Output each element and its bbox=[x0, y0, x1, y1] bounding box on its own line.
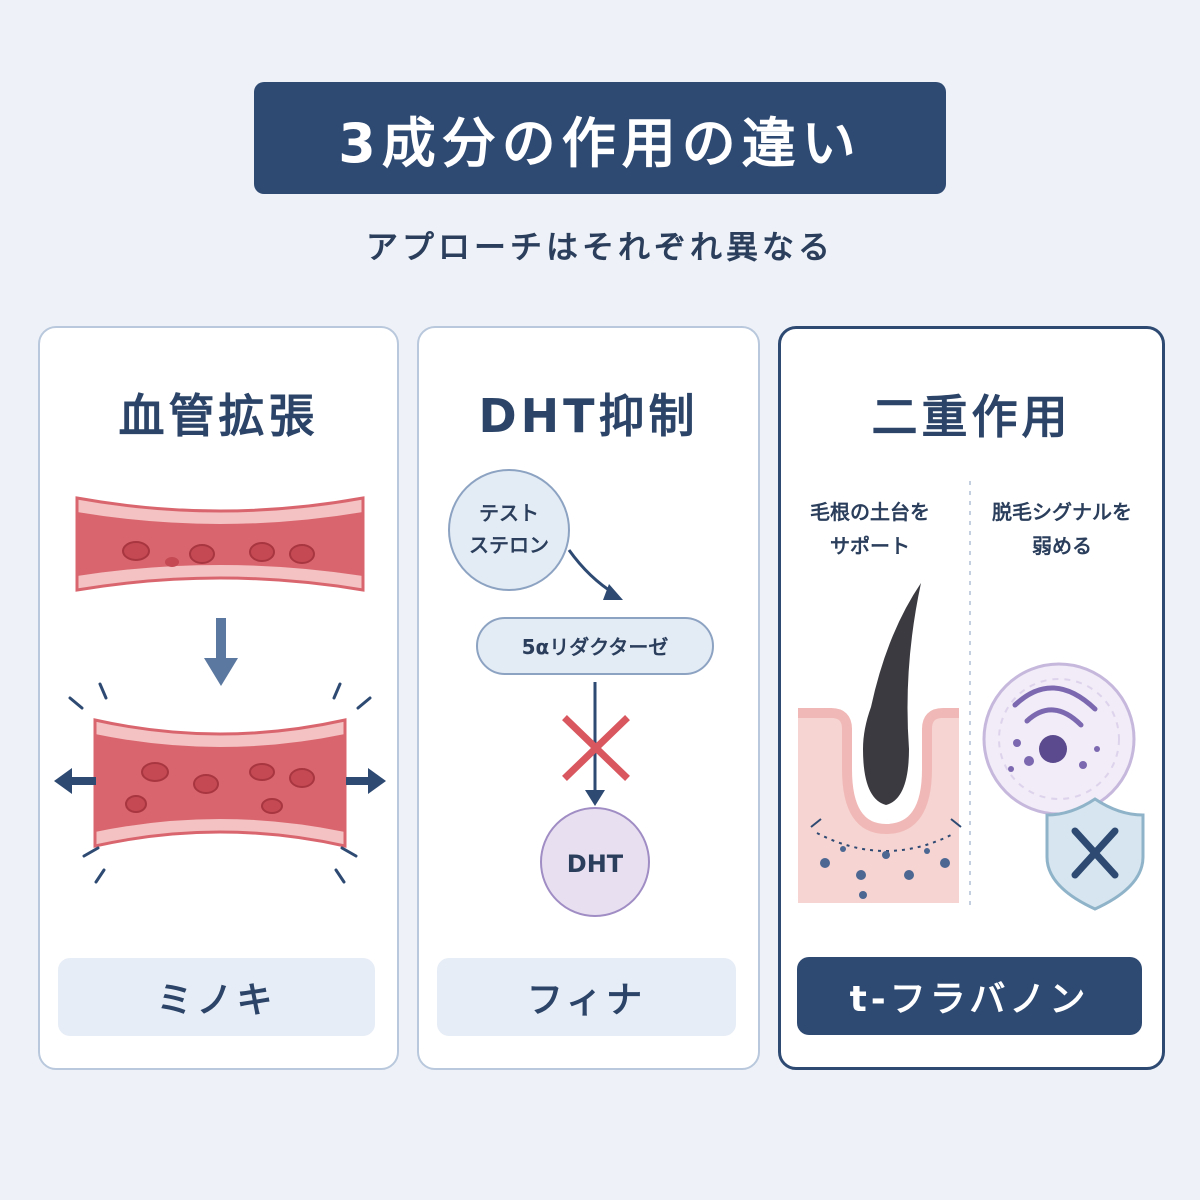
right-arrow-icon bbox=[346, 768, 386, 794]
vessel-illustration bbox=[54, 496, 386, 884]
enzyme-node bbox=[476, 617, 714, 675]
right-caption: 脱毛シグナルを 弱める bbox=[992, 500, 1132, 558]
dht-node bbox=[540, 807, 650, 917]
panel-dht-inhibition: DHT抑制 テスト ステロン 5αリダクターゼ DHT フィナ bbox=[417, 326, 760, 1070]
testosterone-label-2: ステロン bbox=[469, 533, 549, 557]
dilated-vessel-icon bbox=[93, 718, 347, 848]
narrow-vessel-icon bbox=[75, 496, 365, 592]
hair-follicle-icon bbox=[798, 583, 962, 903]
dht-pathway-diagram: テスト ステロン 5αリダクターゼ DHT bbox=[448, 469, 714, 917]
dht-label: DHT bbox=[567, 850, 624, 878]
panel-heading: DHT抑制 bbox=[478, 389, 699, 443]
page-subtitle: アプローチはそれぞれ異なる bbox=[365, 228, 834, 266]
ingredient-label-t-flavanone: t-フラバノン bbox=[797, 957, 1142, 1035]
ingredient-label-finasteride: フィナ bbox=[437, 958, 736, 1036]
testosterone-node bbox=[448, 469, 570, 591]
signal-cell-icon bbox=[982, 662, 1136, 816]
enzyme-label: 5αリダクターゼ bbox=[522, 635, 669, 659]
left-caption: 毛根の土台を サポート bbox=[810, 500, 930, 558]
testosterone-label-1: テスト bbox=[479, 501, 539, 525]
panel-heading: 血管拡張 bbox=[118, 389, 319, 443]
down-arrow-icon bbox=[204, 618, 238, 686]
panel-dual-action: 二重作用 毛根の土台を サポート 脱毛シグナルを 弱める bbox=[778, 326, 1165, 1070]
block-x-icon bbox=[562, 715, 630, 781]
expansion-lines-icon bbox=[68, 682, 372, 884]
ingredient-label-minoxidil: ミノキ bbox=[58, 958, 375, 1036]
page-title: 3成分の作用の違い bbox=[254, 82, 946, 194]
panel-heading: 二重作用 bbox=[871, 390, 1072, 444]
left-arrow-icon bbox=[54, 768, 96, 794]
panel-vasodilation: 血管拡張 bbox=[38, 326, 399, 1070]
dual-action-illustration bbox=[798, 481, 1145, 911]
shield-block-icon bbox=[1045, 797, 1145, 911]
